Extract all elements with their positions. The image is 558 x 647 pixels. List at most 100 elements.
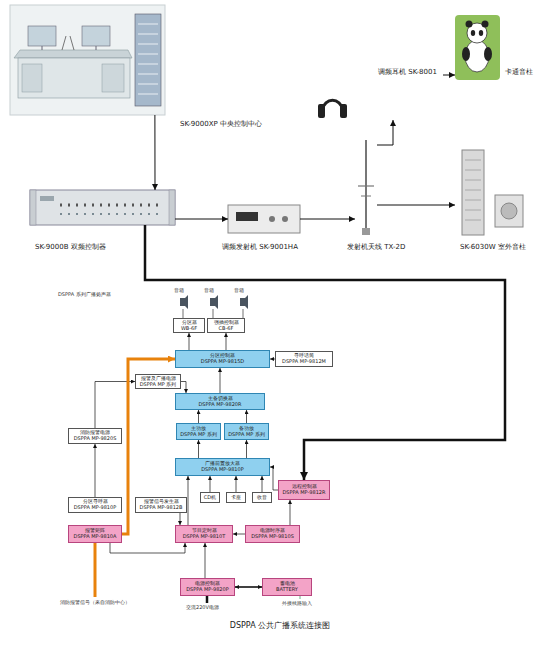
speaker-wire xyxy=(183,309,243,318)
loudspeaker-symbol xyxy=(240,295,248,309)
panda-eye xyxy=(479,30,483,36)
device-box: 消防报警电源DSPPA MP-9820S xyxy=(68,428,122,444)
note-label: 消防报警信号（来自消防中心） xyxy=(60,599,130,605)
model-number: DSPPA MP 系列 xyxy=(180,432,217,438)
connector-arrow xyxy=(377,120,393,145)
connector-arrow xyxy=(233,534,245,535)
device-label: 调频发射机 SK-9001HA xyxy=(222,242,298,252)
model-number: DSPPA MP-9820S xyxy=(74,436,117,442)
dual-frequency-controller-image xyxy=(30,190,175,225)
device-box: 分区器WB-6F xyxy=(173,318,205,333)
logo-plate xyxy=(40,196,54,201)
transmitter-case xyxy=(228,205,300,233)
antenna-element xyxy=(358,185,374,186)
monitor-stand xyxy=(42,46,43,50)
model-number: WB-6F xyxy=(181,326,197,332)
device-box: 节目定时器DSPPA MP-9810T xyxy=(175,525,233,543)
loudspeaker-symbol xyxy=(210,295,218,309)
device-label: 调频耳机 SK-8001 xyxy=(378,67,437,77)
device-box: 广播前置放大器DSPPA MP-9810P xyxy=(175,458,270,476)
equipment-image: SK-6030W 室外音柱 xyxy=(455,150,530,235)
fire-alarm-signal-wire xyxy=(94,543,97,597)
device-box: 远程控制器DSPPA MP-9812R xyxy=(278,480,330,500)
panda-eye xyxy=(471,30,475,36)
knob xyxy=(269,216,275,222)
ear-cup xyxy=(318,104,325,118)
model-number: DSPPA MP-9820R xyxy=(199,402,242,408)
equipment-image: 调频发射机 SK-9001HA xyxy=(228,205,300,233)
device-name: CD机 xyxy=(204,495,216,501)
speaker-grill xyxy=(465,160,481,220)
connector-arrow xyxy=(122,359,175,534)
connector-arrow xyxy=(110,543,185,553)
speaker-cone xyxy=(501,203,517,219)
model-number: DSPPA MP 系列 xyxy=(140,382,177,388)
device-box: 分区寻呼器DSPPA MP-9810P xyxy=(68,497,122,513)
connector-arrow xyxy=(198,410,199,423)
connector-arrow xyxy=(198,440,199,458)
model-number: DSPPA MP-9810P xyxy=(74,505,117,511)
display xyxy=(236,212,258,221)
model-number: DSPPA MP-9820P xyxy=(186,587,229,593)
antenna-base xyxy=(362,228,370,235)
connector-arrow xyxy=(377,205,455,206)
equipment-image: 卡通音柱 xyxy=(455,15,500,80)
device-box: 收音 xyxy=(252,492,272,503)
rack-units xyxy=(138,24,158,94)
device-box: 寻呼话筒DSPPA MP-9812M xyxy=(275,351,333,367)
mains-power-wire xyxy=(206,596,209,603)
photo-frame xyxy=(10,5,165,115)
device-box: 强插控制器CB-6F xyxy=(207,318,245,333)
device-box: 主功放DSPPA MP 系列 xyxy=(176,423,221,440)
knob xyxy=(282,216,288,222)
connector-arrow xyxy=(95,382,135,429)
model-number: DSPPA MP 系列 xyxy=(228,432,265,438)
connector-arrow xyxy=(443,75,455,76)
model-number: DSPPA MP-9815D xyxy=(201,359,244,365)
panda-ear xyxy=(466,21,473,28)
equipment-image: 发射机天线 TX-2D xyxy=(355,140,377,235)
model-number: DSPPA MP-9812M xyxy=(282,359,326,365)
headband xyxy=(322,100,343,110)
photo-background xyxy=(455,15,500,80)
device-box: 备功放DSPPA MP 系列 xyxy=(224,423,269,440)
equipment-image: SK-9000XP 中央控制中心 xyxy=(10,5,165,115)
device-label: SK-9000XP 中央控制中心 xyxy=(180,119,262,129)
switch-row xyxy=(60,204,158,207)
connector-arrow xyxy=(180,513,181,525)
monitor xyxy=(28,26,56,46)
connector-arrow xyxy=(262,476,263,492)
device-box: CD机 xyxy=(200,492,220,503)
model-number: DSPPA MP-9810P xyxy=(201,467,244,473)
monitor-stand xyxy=(96,46,97,50)
note-label: DSPPA 系列广播扬声器 xyxy=(58,291,148,297)
model-number: DSPPA MP-9810S xyxy=(251,534,294,540)
antenna-element xyxy=(361,196,371,197)
note-label: 音箱 xyxy=(234,287,254,293)
device-label: SK-6030W 室外音柱 xyxy=(460,242,526,252)
antenna-image xyxy=(358,140,374,235)
connector-arrow xyxy=(205,543,206,578)
connector-arrow xyxy=(300,219,355,220)
panda-arm xyxy=(462,47,470,61)
outdoor-column-speaker-image xyxy=(462,150,523,235)
connector-arrow xyxy=(220,368,221,393)
column-speaker xyxy=(462,150,484,235)
device-box: 分区控制器DSPPA MP-9815D xyxy=(175,350,270,368)
connector-arrow xyxy=(189,333,190,350)
microphone xyxy=(62,36,74,50)
panda-arm xyxy=(484,47,492,61)
rack-ear xyxy=(30,190,36,225)
device-name: 卡座 xyxy=(231,495,241,501)
device-name: 收音 xyxy=(257,495,267,501)
connector-arrow xyxy=(154,115,155,190)
equipment-image: SK-9000B 双频控制器 xyxy=(30,190,175,225)
box-speaker xyxy=(495,195,523,227)
connector-arrow xyxy=(175,219,228,220)
desk-body xyxy=(18,58,130,98)
control-center-image xyxy=(10,5,165,115)
desk-top xyxy=(14,50,132,58)
model-number: DSPPA MP-9810T xyxy=(183,534,226,540)
